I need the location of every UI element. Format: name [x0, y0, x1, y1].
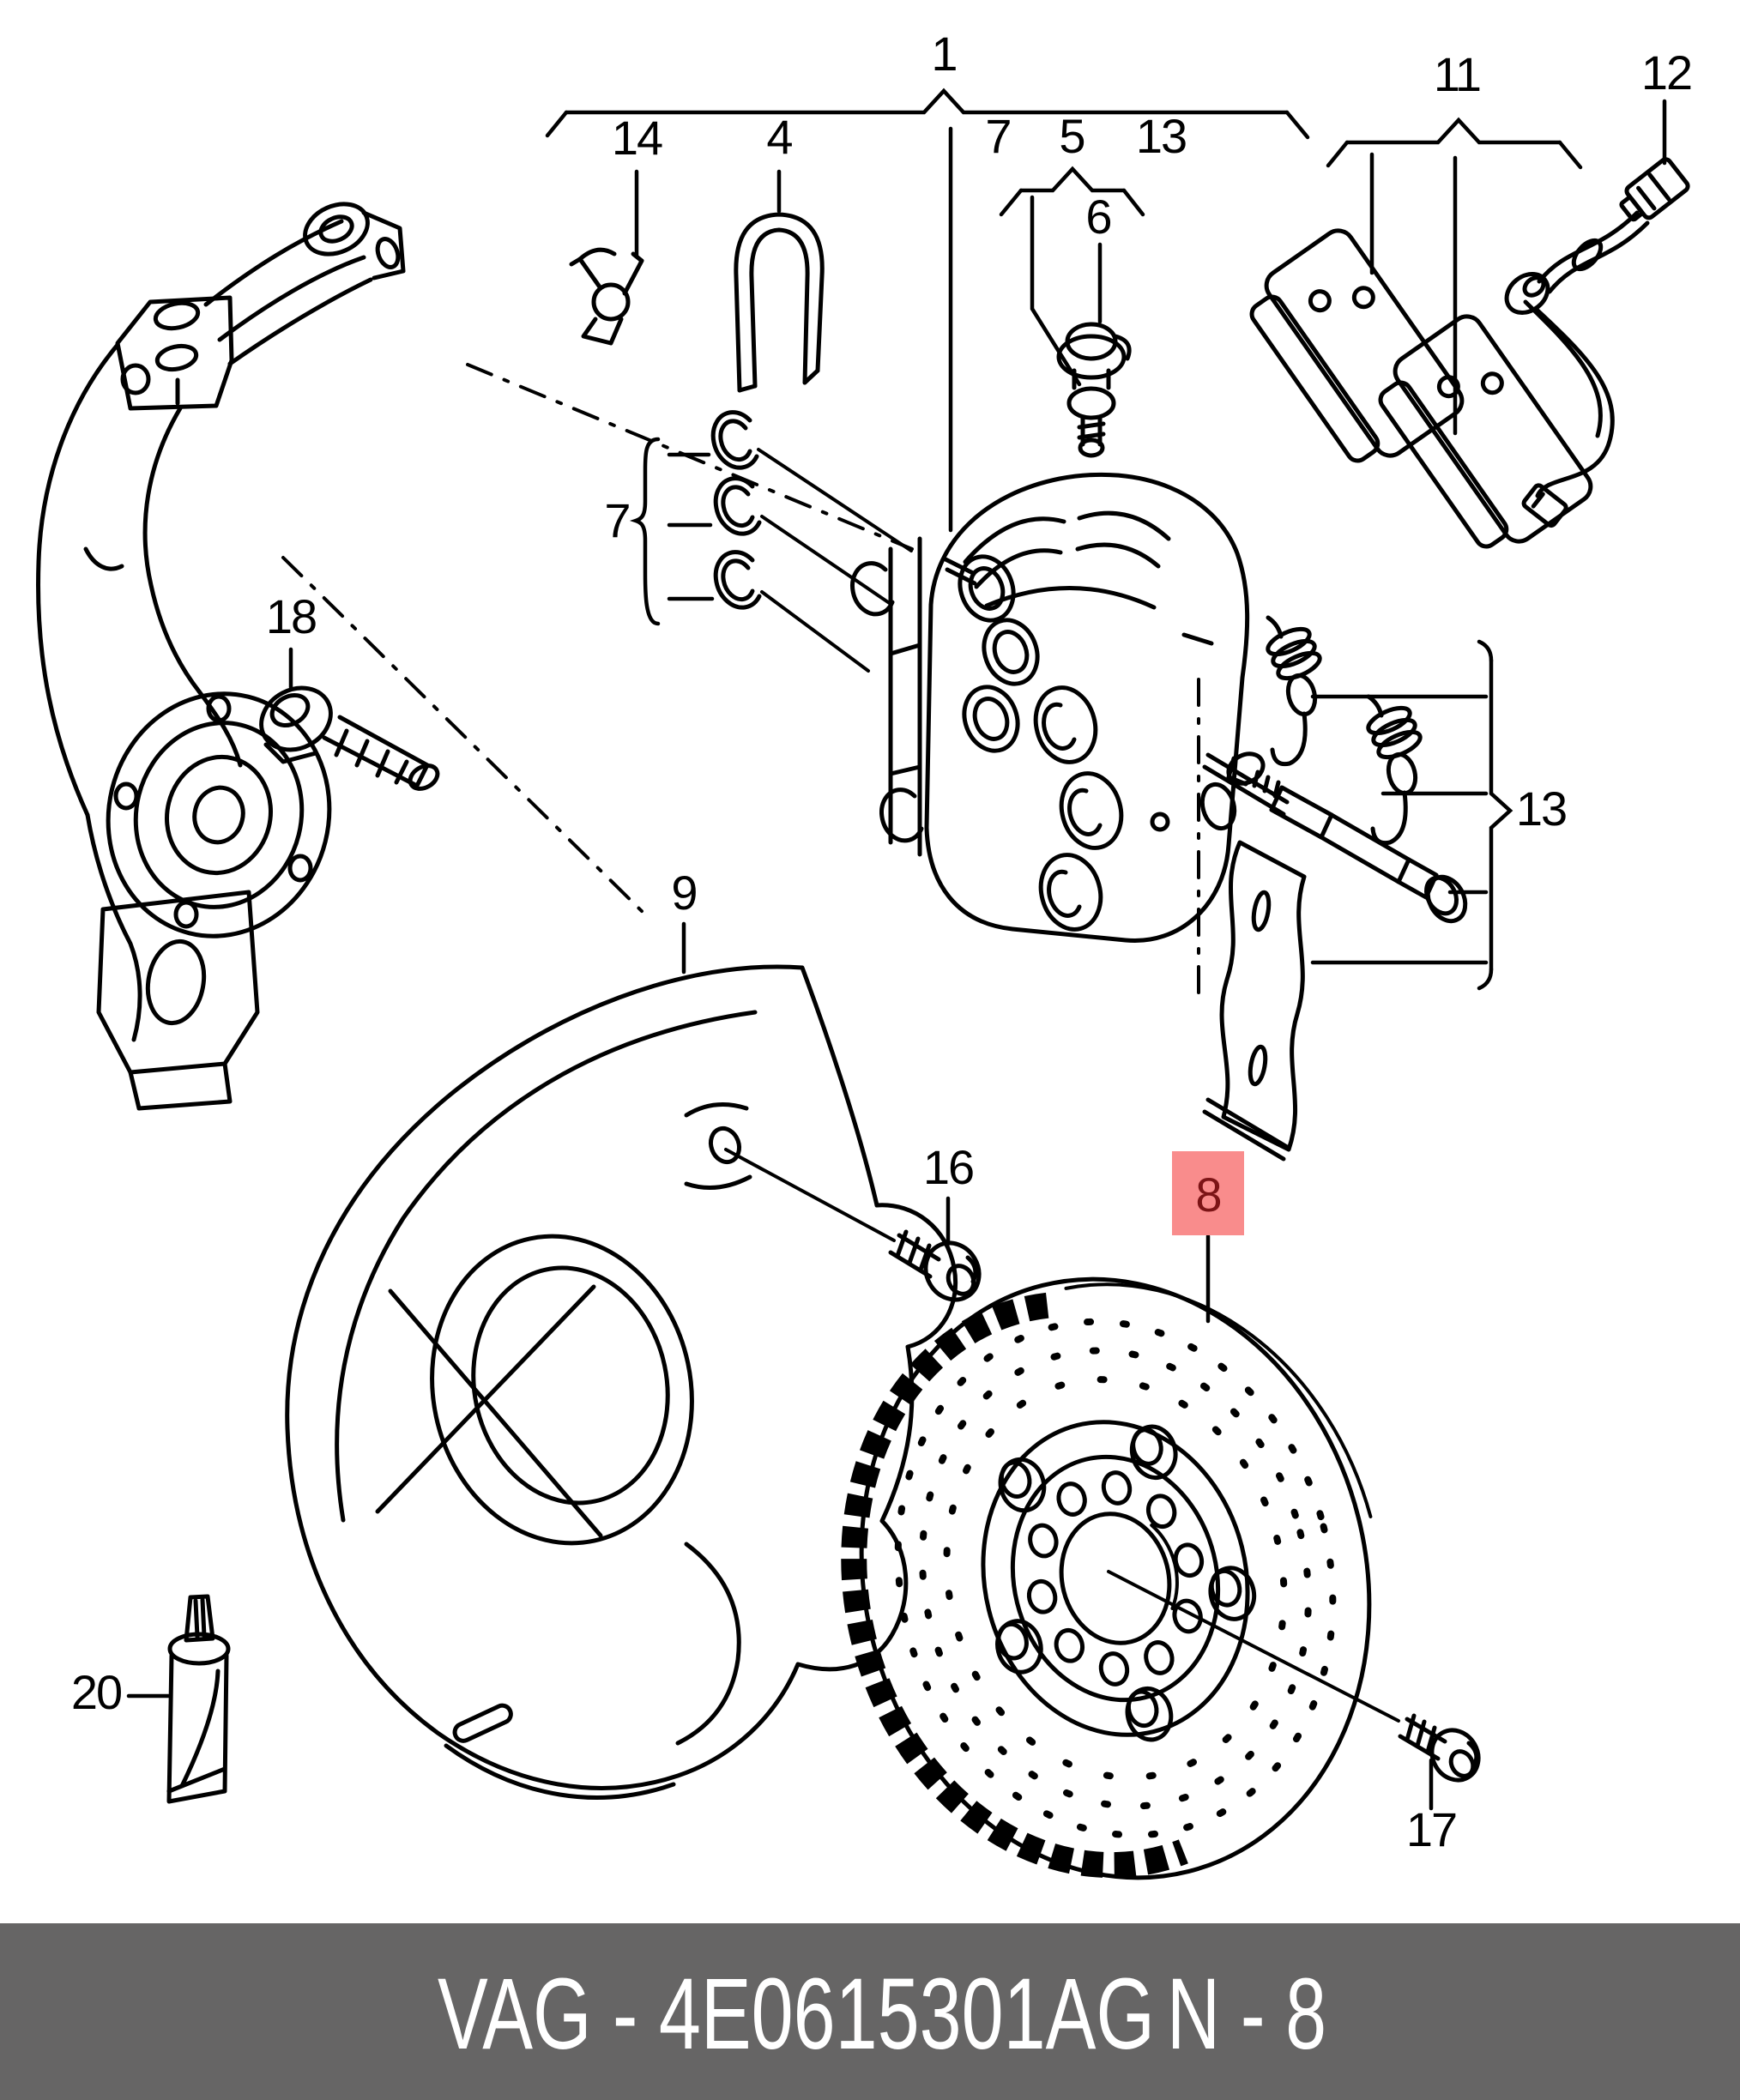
- bolt-18-drawing: [259, 685, 440, 791]
- callout-11[interactable]: 11: [1434, 47, 1482, 101]
- bleeder-valve-drawing: [1056, 322, 1132, 458]
- callout-14[interactable]: 14: [612, 111, 664, 165]
- retaining-clip-drawing: [569, 247, 644, 346]
- brake-pads-drawing: [1249, 228, 1593, 549]
- footer-page-ref: N - 8: [1167, 1958, 1326, 2071]
- callout-4[interactable]: 4: [766, 110, 794, 164]
- callout-13-top[interactable]: 13: [1136, 109, 1187, 163]
- callout-7-top[interactable]: 7: [985, 109, 1012, 163]
- brake-caliper-drawing: [850, 472, 1250, 944]
- callout-8-highlighted[interactable]: 8: [1195, 1168, 1222, 1222]
- highlighted-part-marker[interactable]: [1172, 1151, 1244, 1235]
- callout-17[interactable]: 17: [1406, 1802, 1458, 1856]
- callout-6[interactable]: 6: [1085, 190, 1112, 244]
- callout-leader-lines: [126, 88, 1667, 1811]
- splash-shield-drawing: [285, 964, 958, 1800]
- callout-13-right[interactable]: 13: [1516, 781, 1568, 836]
- footer-bar: VAG - 4E0615301AG N - 8: [0, 1923, 1740, 2100]
- grease-tube-drawing: [166, 1594, 231, 1804]
- callout-16[interactable]: 16: [923, 1140, 975, 1194]
- bolt-17-drawing: [1398, 1713, 1481, 1783]
- callout-7-seals[interactable]: 7: [604, 493, 631, 547]
- callout-20[interactable]: 20: [71, 1665, 123, 1719]
- wear-sensor-drawing: [1504, 157, 1690, 528]
- bolt-16-drawing: [888, 1229, 982, 1302]
- callout-12[interactable]: 12: [1641, 45, 1693, 100]
- brake-disc-drawing: [841, 1276, 1373, 1880]
- footer-background: [0, 1923, 1740, 2100]
- pad-hardware-drawing: [1202, 615, 1468, 1162]
- steering-knuckle-drawing: [36, 202, 406, 1111]
- callout-18[interactable]: 18: [266, 589, 317, 643]
- hose-guide-drawing: [734, 212, 825, 393]
- callout-5[interactable]: 5: [1059, 109, 1085, 163]
- footer-part-code: VAG - 4E0615301AG: [438, 1958, 1155, 2071]
- callout-9[interactable]: 9: [671, 866, 698, 920]
- caliper-seals-drawing: [710, 410, 913, 673]
- callout-1[interactable]: 1: [931, 27, 958, 81]
